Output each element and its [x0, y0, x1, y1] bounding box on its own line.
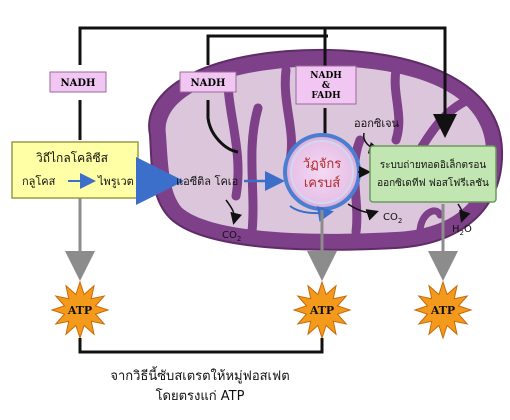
etc-label-line2: ออกซิเดทีฟ ฟอสโฟรีเลชัน	[377, 176, 489, 189]
caption-line1: จากวิธีนี้ซับสเตรตให้หมู่ฟอสเฟต	[110, 366, 289, 384]
nadh-fadh-box: NADH & FADH	[295, 65, 357, 105]
substrate-level-bracket	[78, 338, 324, 354]
crista-5	[390, 65, 404, 145]
krebs-cycle: วัฏจักร เครบส์	[283, 133, 361, 211]
atp-label-3: ATP	[430, 304, 455, 317]
electron-carrier-lines	[78, 26, 457, 154]
nadh-label-2: NADH	[190, 78, 225, 89]
etc-box: ระบบถ่ายทอดอิเล็กตรอน ออกซิเดทีฟ ฟอสโฟรี…	[369, 145, 497, 203]
crista-2	[247, 103, 263, 237]
co2-right-label: CO2	[383, 212, 402, 225]
krebs-feedback-arrow	[289, 205, 334, 222]
glycolysis-box: วิถีไกลโคลิซีส กลูโคส ไพรูเวต	[11, 141, 139, 199]
acetyl-coa-label: แอซีติล โคเอ	[176, 174, 238, 188]
nadh-box-2: NADH	[179, 71, 237, 93]
atp-star-3-shape	[413, 280, 473, 340]
caption-line2: โดยตรงแก่ ATP	[156, 388, 245, 404]
atp-label-2: ATP	[309, 304, 334, 317]
atp-star-2: ATP	[292, 280, 352, 340]
atp-arrows	[65, 198, 458, 281]
nadh-fadh-line2: &	[322, 81, 330, 91]
atp-star-1: ATP	[50, 280, 110, 340]
krebs-label-line1: วัฏจักร	[303, 157, 342, 172]
etc-label-line1: ระบบถ่ายทอดอิเล็กตรอน	[380, 157, 487, 171]
pyruvate-label: ไพรูเวต	[97, 175, 134, 188]
crista-7	[416, 207, 444, 236]
water-label: H2O	[452, 224, 472, 237]
krebs-label-line2: เครบส์	[304, 175, 340, 191]
co2-right-arrow	[347, 203, 379, 221]
co2-left-arrow	[225, 199, 242, 225]
oxygen-label: ออกซิเจน	[354, 117, 400, 130]
co2-left-label: CO2	[222, 230, 241, 243]
nadh-label-1: NADH	[60, 78, 95, 89]
atp-star-3: ATP	[413, 280, 473, 340]
nadh-fadh-line3: FADH	[311, 91, 341, 101]
nadh-fadh-line1: NADH	[310, 71, 342, 81]
glucose-label: กลูโคส	[22, 174, 56, 188]
atp-label-1: ATP	[67, 304, 92, 317]
glycolysis-title: วิถีไกลโคลิซีส	[36, 151, 109, 165]
nadh-box-1: NADH	[49, 71, 107, 93]
water-arrow	[457, 203, 471, 223]
